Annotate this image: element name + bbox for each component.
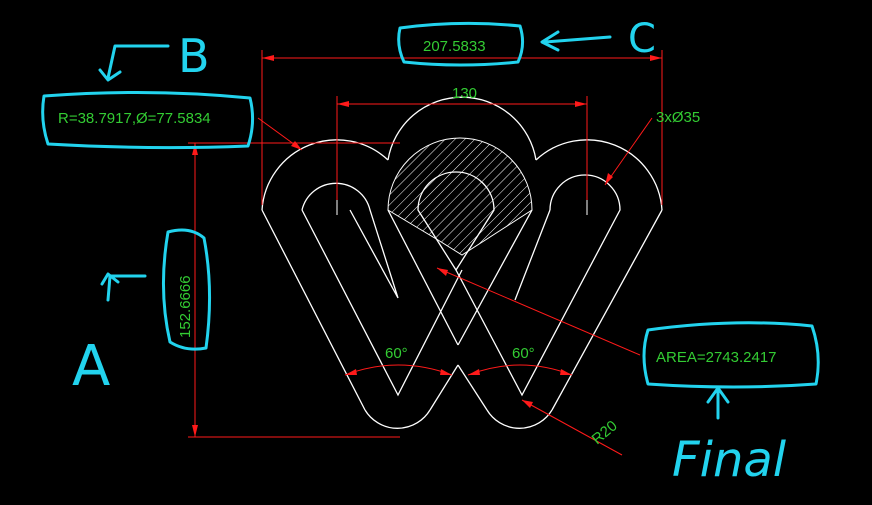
dim-angle-right: 60°	[512, 345, 535, 362]
dim-overall-width: 207.5833	[423, 38, 486, 55]
box-overall-width	[397, 21, 525, 67]
box-height	[161, 228, 212, 351]
label-final: Final	[672, 432, 787, 488]
dim-hole-diameter: 3xØ35	[656, 109, 700, 126]
label-b: B	[178, 29, 210, 83]
arrowheads	[192, 55, 662, 437]
dim-area: AREA=2743.2417	[656, 349, 777, 366]
outer-outline	[261, 96, 663, 429]
arrow-c-icon	[540, 30, 612, 52]
dim-bottom-radius: R20	[589, 417, 621, 448]
arrow-final-icon	[706, 386, 730, 420]
box-area	[642, 321, 820, 389]
dim-angle-left: 60°	[385, 345, 408, 362]
arrow-a-icon	[100, 272, 147, 302]
dim-radius-diameter: R=38.7917,Ø=77.5834	[58, 110, 211, 127]
dim-center-spacing: 130	[452, 85, 477, 102]
box-radius-diameter	[41, 90, 255, 150]
dimension-lines	[188, 50, 663, 456]
label-a: A	[72, 334, 110, 399]
arrow-b-icon	[98, 44, 170, 82]
label-c: C	[628, 16, 656, 62]
hand-annotations	[41, 21, 820, 420]
hatched-area	[387, 137, 533, 256]
inner-outline	[301, 171, 621, 397]
dim-height: 152.6666	[177, 275, 194, 338]
